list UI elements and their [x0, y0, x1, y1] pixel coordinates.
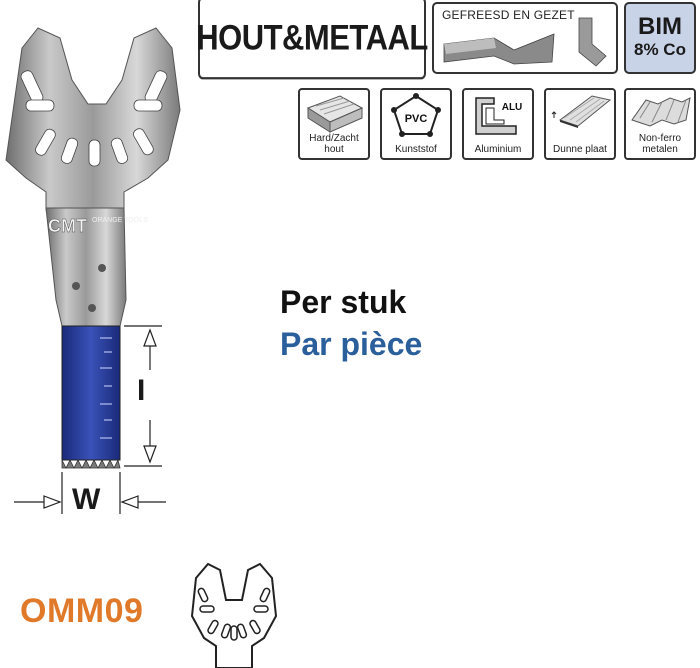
set-teeth-icon — [443, 17, 607, 67]
material-tile-non-ferrous: Non-ferro metalen — [624, 88, 696, 160]
material-tile-pvc: PVC Kunststof — [380, 88, 452, 160]
pvc-icon-text: PVC — [405, 113, 428, 125]
blade-brand-sub: ORANGE TOOLS — [92, 217, 148, 224]
mount-outline-icon — [190, 562, 278, 668]
teeth-type-label: GEFREESD EN GEZET — [442, 8, 575, 22]
material-label-non-ferrous: Non-ferro metalen — [638, 133, 682, 155]
blade-illustration: CMT ORANGE TOOLS — [5, 27, 181, 514]
bim-title: BIM — [638, 13, 682, 40]
aluminium-profile-icon: ALU — [475, 97, 523, 135]
material-tile-wood: Hard/Zacht hout — [298, 88, 370, 160]
blade-brand: CMT — [48, 216, 87, 236]
price-unit-nl: Per stuk — [280, 284, 407, 320]
material-label-wood: Hard/Zacht hout — [309, 133, 359, 155]
material-tile-thin-sheet: Dunne plaat — [544, 88, 616, 160]
teeth-type-box: GEFREESD EN GEZET — [432, 2, 618, 74]
bim-cobalt: 8% Co — [634, 40, 686, 59]
corrugated-sheet-icon — [631, 97, 691, 127]
material-tile-aluminium: ALU Aluminium — [462, 88, 534, 160]
material-title: HOUT&METAAL — [196, 0, 428, 80]
pvc-pentagon-icon: PVC — [391, 93, 441, 137]
product-code: OMM09 — [20, 592, 144, 630]
material-label-aluminium: Aluminium — [474, 144, 522, 155]
material-label-thin-sheet: Dunne plaat — [553, 144, 607, 155]
material-label-plastic: Kunststof — [395, 144, 437, 155]
price-unit-fr: Par pièce — [280, 326, 423, 362]
wood-board-icon — [306, 95, 364, 133]
alu-icon-text: ALU — [502, 102, 523, 113]
bim-badge: BIM 8% Co — [624, 2, 696, 74]
thin-sheet-icon — [551, 95, 612, 128]
width-dimension-label: W — [72, 483, 101, 516]
length-dimension-label: I — [137, 374, 146, 407]
